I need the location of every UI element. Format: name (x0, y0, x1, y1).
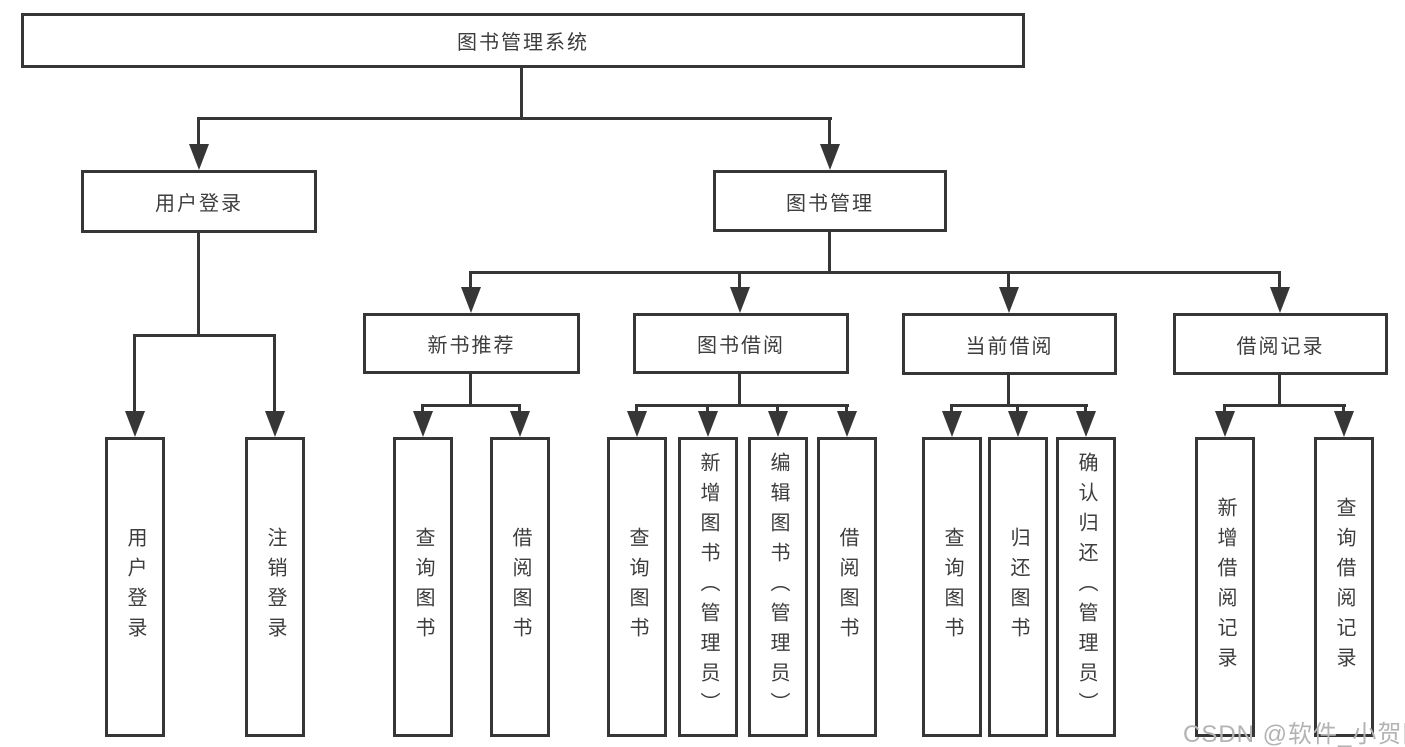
connector-line (828, 119, 831, 147)
arrow-down (1008, 411, 1028, 437)
connector-line (1084, 406, 1087, 414)
leaf-label: 查询借阅记录 (1333, 497, 1355, 677)
connector-line (1223, 406, 1226, 414)
leaf-borrow-books-recommend: 借阅图书 (490, 437, 550, 737)
arrow-down (125, 411, 145, 437)
arrow-down (1215, 411, 1235, 437)
node-label: 图书借阅 (697, 335, 785, 357)
arrow-down (768, 411, 788, 437)
arrow-down (461, 287, 481, 313)
connector-line (273, 336, 276, 414)
arrow-down (820, 144, 840, 170)
leaf-borrow-books: 借阅图书 (817, 437, 877, 737)
leaf-label: 查询图书 (412, 527, 434, 647)
node-root: 图书管理系统 (21, 13, 1025, 68)
leaf-label: 确认归还（管理员） (1075, 452, 1097, 722)
node-label: 当前借阅 (965, 335, 1054, 358)
node-label: 用户登录 (155, 193, 243, 215)
arrow-down (510, 411, 530, 437)
node-book-management: 图书管理 (713, 170, 947, 232)
connector-line (133, 336, 136, 414)
leaf-label: 新增借阅记录 (1214, 497, 1236, 677)
connector-line (1007, 374, 1010, 407)
leaf-label: 借阅图书 (509, 527, 531, 647)
connector-line (706, 406, 709, 414)
arrow-down (1270, 287, 1290, 313)
connector-line (1342, 406, 1345, 414)
leaf-label: 查询图书 (626, 527, 648, 647)
connector-line (133, 334, 276, 337)
node-current-borrow: 当前借阅 (902, 313, 1117, 375)
leaf-label: 编辑图书（管理员） (767, 452, 789, 722)
connector-line (197, 117, 832, 120)
connector-line (469, 271, 1281, 274)
leaf-label: 用户登录 (124, 527, 146, 647)
node-new-book-recommend: 新书推荐 (363, 313, 580, 374)
leaf-edit-book-admin: 编辑图书（管理员） (748, 437, 808, 737)
leaf-label: 归还图书 (1007, 527, 1029, 647)
connector-line (738, 274, 741, 289)
leaf-add-book-admin: 新增图书（管理员） (678, 437, 738, 737)
arrow-down (837, 411, 857, 437)
node-user-login: 用户登录 (81, 170, 317, 233)
leaf-label: 查询图书 (941, 527, 963, 647)
leaf-query-borrow-record: 查询借阅记录 (1314, 437, 1374, 737)
arrow-down (942, 411, 962, 437)
leaf-label: 借阅图书 (836, 527, 858, 647)
leaf-label: 注销登录 (264, 527, 286, 647)
connector-line (518, 406, 521, 414)
connector-line (1016, 406, 1019, 414)
connector-line (1007, 274, 1010, 289)
leaf-query-books-current: 查询图书 (922, 437, 982, 737)
arrow-down (1334, 411, 1354, 437)
leaf-label: 新增图书（管理员） (697, 452, 719, 722)
arrow-down (730, 287, 750, 313)
connector-line (635, 404, 849, 407)
connector-line (469, 274, 472, 289)
connector-line (828, 232, 831, 274)
arrow-down (698, 411, 718, 437)
leaf-return-books: 归还图书 (988, 437, 1048, 737)
connector-line (1223, 404, 1346, 407)
connector-line (1278, 274, 1281, 289)
connector-line (845, 406, 848, 414)
arrow-down (265, 411, 285, 437)
node-book-borrow: 图书借阅 (633, 313, 849, 374)
watermark: CSDN @软件_小贺同学 (1183, 721, 1405, 747)
connector-line (520, 68, 523, 118)
arrow-down (189, 144, 209, 170)
node-label: 图书管理 (786, 192, 874, 215)
leaf-user-login: 用户登录 (105, 437, 165, 737)
connector-line (197, 233, 200, 336)
connector-line (197, 119, 200, 147)
arrow-down (999, 287, 1019, 313)
leaf-query-books-borrow: 查询图书 (607, 437, 667, 737)
connector-line (469, 374, 472, 407)
leaf-logout: 注销登录 (245, 437, 305, 737)
leaf-query-books-recommend: 查询图书 (393, 437, 453, 737)
arrow-down (627, 411, 647, 437)
connector-line (421, 406, 424, 414)
arrow-down (1076, 411, 1096, 437)
node-label: 借阅记录 (1236, 335, 1325, 358)
leaf-add-borrow-record: 新增借阅记录 (1195, 437, 1255, 737)
node-borrow-records: 借阅记录 (1173, 313, 1388, 375)
connector-line (950, 404, 1088, 407)
connector-line (950, 406, 953, 414)
leaf-confirm-return-admin: 确认归还（管理员） (1056, 437, 1116, 737)
connector-line (421, 404, 521, 407)
node-root-label: 图书管理系统 (457, 32, 589, 54)
connector-line (635, 406, 638, 414)
connector-line (776, 406, 779, 414)
connector-line (738, 374, 741, 407)
connector-line (1278, 374, 1281, 407)
arrow-down (413, 411, 433, 437)
node-label: 新书推荐 (427, 335, 516, 357)
